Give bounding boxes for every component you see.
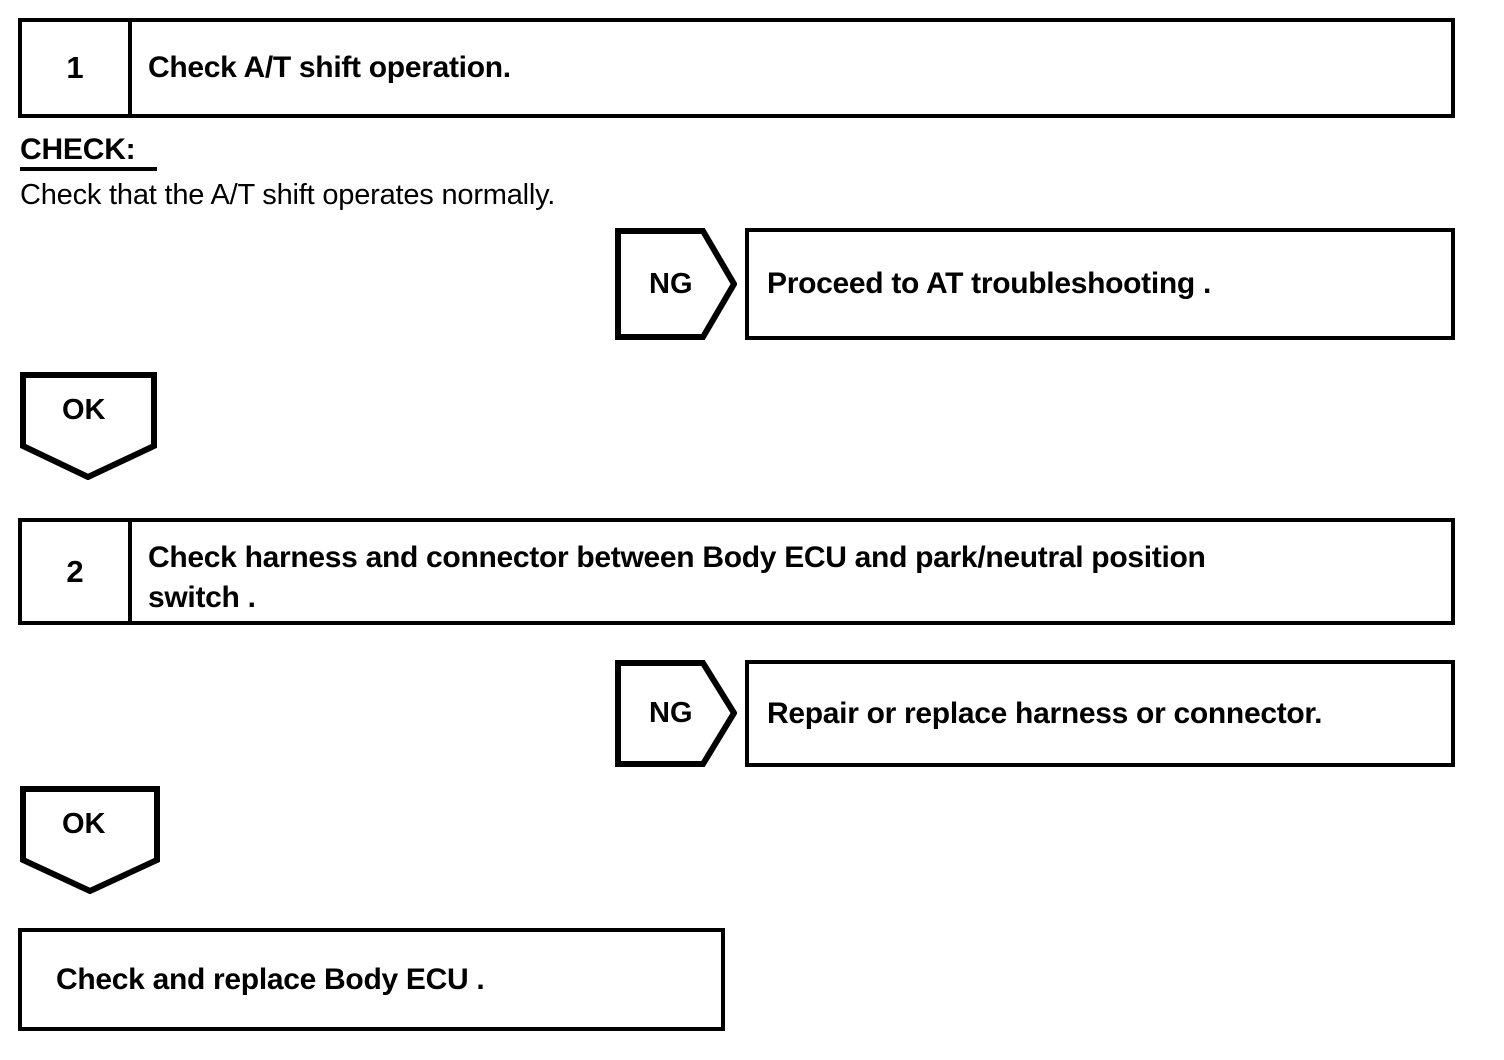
ok-pentagon-shape <box>20 372 157 480</box>
ok-arrow-2: OK <box>20 786 160 894</box>
ng-label-2: NG <box>649 697 693 729</box>
ok-label-2: OK <box>62 808 106 840</box>
step-2-text: Check harness and connector between Body… <box>132 522 1451 621</box>
ng-arrow-1: NG <box>615 228 737 340</box>
step-1-text: Check A/T shift operation. <box>148 51 511 85</box>
step-2-text-line-1: Check harness and connector between Body… <box>148 541 1206 574</box>
ng-result-text-1: Proceed to AT troubleshooting . <box>767 267 1212 300</box>
ng-arrow-2: NG <box>615 660 737 767</box>
ok-pentagon-shape <box>20 786 160 894</box>
check-block: CHECK: Check that the A/T shift operates… <box>20 133 555 212</box>
step-1-box: 1 Check A/T shift operation. <box>18 18 1455 118</box>
check-description: Check that the A/T shift operates normal… <box>20 179 556 211</box>
ng-label-1: NG <box>649 267 693 300</box>
ng-pentagon-shape <box>615 660 737 767</box>
step-2-box: 2 Check harness and connector between Bo… <box>18 518 1455 625</box>
step-2-text-line-2: switch . <box>148 580 256 614</box>
check-heading: CHECK: <box>20 133 158 171</box>
final-result-text: Check and replace Body ECU . <box>56 962 485 996</box>
ng-result-box-2: Repair or replace harness or connector. <box>745 660 1455 767</box>
step-1-number: 1 <box>22 22 132 114</box>
final-result-box: Check and replace Body ECU . <box>18 928 725 1031</box>
ok-arrow-1: OK <box>20 372 157 480</box>
ok-label-1: OK <box>62 394 106 426</box>
ng-result-text-2: Repair or replace harness or connector. <box>767 696 1323 730</box>
step-2-number: 2 <box>22 522 132 621</box>
ng-result-box-1: Proceed to AT troubleshooting . <box>745 228 1455 340</box>
ng-pentagon-shape <box>615 228 737 340</box>
